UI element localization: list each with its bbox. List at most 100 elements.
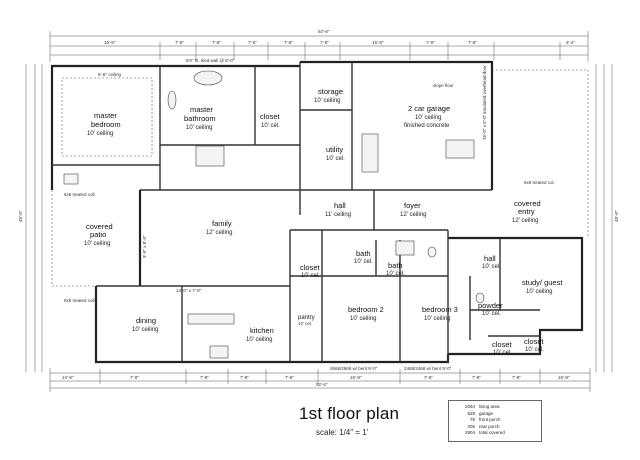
ceiling-callout: 6'-6" ceiling bbox=[98, 72, 121, 77]
bottom-segment-8: 7'-8" bbox=[472, 375, 481, 380]
top-segment-5: 7'-8" bbox=[284, 40, 293, 45]
bath-1-ceiling: 10' cel. bbox=[354, 259, 373, 265]
garage-floor: finished concrete bbox=[404, 123, 450, 129]
legend-row-front-porch: 76 front porch bbox=[449, 417, 541, 424]
master-bedroom-ceiling: 10' ceiling bbox=[87, 131, 114, 137]
closet-mid-label: closet bbox=[300, 263, 321, 272]
legend-row-living: 2094 living area bbox=[449, 404, 541, 411]
patio-opening-callout: 14'-0" x 7'-8" bbox=[176, 288, 202, 293]
legend-label: living area bbox=[479, 404, 500, 409]
top-segment-10: 3'-4" bbox=[566, 40, 575, 45]
hvac-unit bbox=[63, 173, 79, 185]
bedroom-2-ceiling: 10' ceiling bbox=[350, 316, 377, 322]
utility-ceiling: 10' cel. bbox=[326, 156, 345, 162]
legend-value: 2904 bbox=[464, 430, 475, 436]
fixtures bbox=[63, 70, 485, 359]
garage-ceiling: 10' ceiling bbox=[415, 115, 442, 121]
storage-label: storage bbox=[318, 87, 343, 96]
bottom-segment-7: 7'-6" bbox=[424, 375, 433, 380]
closet-master-ceiling: 10' cel. bbox=[261, 123, 280, 129]
wall-note-3: 6x8 treated coll. bbox=[64, 298, 96, 303]
covered-patio-ceiling: 10' ceiling bbox=[84, 241, 111, 247]
room-labels: master bedroom 10' ceiling master bathro… bbox=[84, 83, 563, 356]
bottom-segment-6: 15'-8" bbox=[350, 375, 362, 380]
legend-row-garage: 528 garage bbox=[449, 411, 541, 418]
bedroom-3-label: bedroom 3 bbox=[422, 305, 458, 314]
top-segment-8: 7'-8" bbox=[426, 40, 435, 45]
garage-note-box bbox=[445, 139, 475, 159]
closet-mid-ceiling: 10' cel. bbox=[301, 273, 320, 279]
plan-scale: scale: 1/4" = 1' bbox=[316, 428, 369, 437]
area-legend: 2094 living area 528 garage 76 front por… bbox=[448, 400, 542, 442]
garage-door-callout: 16'-0" x 8'-0" insulated overhead door bbox=[482, 65, 487, 140]
bath-1-label: bath bbox=[356, 249, 371, 258]
legend-value: 2094 bbox=[464, 404, 475, 409]
kitchen-ceiling: 10' ceiling bbox=[246, 337, 273, 343]
wall-note-1: 6x8 treated coll. bbox=[64, 192, 96, 197]
study-label: study/ guest bbox=[522, 278, 563, 287]
closet-study-ceiling: 10' cel. bbox=[525, 347, 544, 353]
top-segment-3: 7'-8" bbox=[212, 40, 221, 45]
top-segment-2: 7'-8" bbox=[175, 40, 184, 45]
bath-2-label: bath bbox=[388, 261, 403, 270]
bottom-note-2: 2468/2468 w/ bent 9'-0" bbox=[404, 366, 452, 371]
callout-notes: 5'0" ht. tiled wall @ 8'-0" 6'-6" ceilin… bbox=[64, 58, 555, 371]
family-opening-callout: 9'-9" x 8'-0" bbox=[142, 235, 147, 258]
pantry-ceiling: 10' cel. bbox=[298, 321, 312, 326]
dining-label: dining bbox=[136, 316, 156, 325]
kitchen-label: kitchen bbox=[250, 326, 274, 335]
overall-top-dimension: 92'-6" bbox=[318, 29, 330, 34]
exterior-walls bbox=[50, 60, 589, 364]
side-dimension-lines: 48'-8" 48'-8" bbox=[18, 64, 619, 372]
legend-label: garage bbox=[479, 410, 494, 416]
closet-master-label: closet bbox=[260, 112, 281, 121]
legend-row-total: 2904 total covered bbox=[449, 430, 541, 437]
top-segment-1: 15'-8" bbox=[104, 40, 116, 45]
legend-label: rear porch bbox=[479, 423, 500, 429]
hall-right-ceiling: 10' cel. bbox=[482, 264, 501, 270]
toilet bbox=[427, 246, 437, 258]
bath-tiled-wall-callout: 5'0" ht. tiled wall @ 8'-0" bbox=[186, 58, 235, 63]
bottom-segment-3: 7'-8" bbox=[200, 375, 209, 380]
right-overall-dimension: 48'-8" bbox=[614, 210, 619, 222]
covered-patio-label-2: patio bbox=[90, 230, 106, 239]
study-ceiling: 10' ceiling bbox=[526, 289, 553, 295]
legend-value: 206 bbox=[467, 423, 475, 429]
closet-study-label: closet bbox=[524, 337, 545, 346]
plan-title: 1st floor plan bbox=[299, 404, 400, 423]
legend-label: total covered bbox=[479, 430, 505, 436]
top-dimension-lines: 92'-6" 15'-8" 7'-8" 7'-8" 7'-6" 7'-8" 7'… bbox=[49, 29, 589, 62]
bottom-segment-10: 15'-8" bbox=[558, 375, 570, 380]
covered-entry-ceiling: 12' ceiling bbox=[512, 218, 539, 224]
hall-upper-label: hall bbox=[334, 201, 346, 210]
bottom-segment-9: 7'-8" bbox=[512, 375, 521, 380]
bath-2-ceiling: 10' cel. bbox=[386, 271, 405, 277]
legend-label: front porch bbox=[479, 417, 501, 423]
legend-value: 76 bbox=[469, 417, 475, 423]
kitchen-island bbox=[187, 313, 235, 325]
top-segment-9: 7'-8" bbox=[468, 40, 477, 45]
foyer-ceiling: 12' ceiling bbox=[400, 212, 427, 218]
covered-entry-label-1: covered bbox=[514, 199, 541, 208]
master-bedroom-label-1: master bbox=[94, 111, 117, 120]
family-ceiling: 12' ceiling bbox=[206, 230, 233, 236]
bedroom-2-label: bedroom 2 bbox=[348, 305, 384, 314]
top-segment-4: 7'-6" bbox=[248, 40, 257, 45]
storage-ceiling: 10' ceiling bbox=[314, 98, 341, 104]
left-overall-dimension: 48'-8" bbox=[18, 210, 23, 222]
bottom-segment-2: 7'-8" bbox=[130, 375, 139, 380]
top-segment-6: 7'-8" bbox=[320, 40, 329, 45]
bedroom-3-ceiling: 10' ceiling bbox=[424, 316, 451, 322]
bottom-note-1: 2668/2668 w/ bent 9'-0" bbox=[330, 366, 378, 371]
range bbox=[209, 345, 229, 359]
water-heater bbox=[361, 133, 379, 173]
master-bathroom-label-1: master bbox=[190, 105, 213, 114]
bottom-segment-1: 14'-8" bbox=[62, 375, 74, 380]
bottom-dimension-lines: 14'-8" 7'-8" 7'-8" 7'-8" 7'-8" 15'-8" 7'… bbox=[49, 368, 591, 392]
foyer-label: foyer bbox=[404, 201, 421, 210]
overall-bottom-dimension: 92'-6" bbox=[316, 382, 328, 387]
floor-plan-drawing: 92'-6" 15'-8" 7'-8" 7'-8" 7'-6" 7'-8" 7'… bbox=[18, 29, 619, 392]
bath-tub-small bbox=[395, 240, 415, 256]
legend-value: 528 bbox=[467, 410, 475, 416]
shower bbox=[195, 145, 225, 167]
